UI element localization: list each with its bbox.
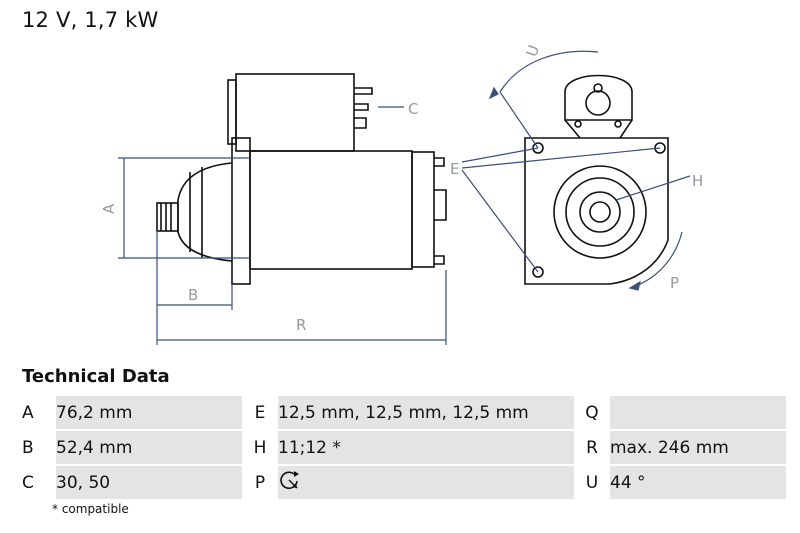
spec-value: 76,2 mm [56, 394, 242, 431]
motor-endcap [411, 151, 435, 268]
spec-value: 44 ° [610, 464, 786, 501]
label-b: B [188, 286, 198, 304]
spec-key: H [242, 429, 278, 466]
spec-key: Q [574, 394, 610, 431]
table-row: C 30, 50 P U 44 ° [22, 464, 786, 501]
mounting-flange [231, 137, 251, 285]
spec-value [610, 394, 786, 431]
endcap-studs [434, 157, 447, 265]
solenoid-terminals [354, 87, 373, 129]
leader-h [615, 175, 691, 201]
spec-value [278, 464, 574, 501]
leader-e [461, 147, 661, 273]
pinion [156, 202, 179, 232]
table-row: A 76,2 mm E 12,5 mm, 12,5 mm, 12,5 mm Q [22, 394, 786, 431]
spec-key: R [574, 429, 610, 466]
label-r: R [296, 316, 306, 334]
rotation-arc-u [499, 50, 599, 149]
spec-value: 11;12 * [278, 429, 574, 466]
spec-value: max. 246 mm [610, 429, 786, 466]
footnote: * compatible [52, 502, 129, 516]
technical-data-heading: Technical Data [22, 366, 170, 387]
spec-key: B [22, 429, 56, 466]
spec-key: U [574, 464, 610, 501]
label-c: C [408, 100, 418, 118]
spec-key: A [22, 394, 56, 431]
label-a: A [100, 203, 118, 214]
product-title: 12 V, 1,7 kW [22, 8, 159, 32]
rotation-arc-p [635, 231, 683, 287]
dimension-a-line [118, 157, 250, 259]
dimension-r-line [157, 270, 447, 345]
spec-value: 52,4 mm [56, 429, 242, 466]
drive-housing [177, 162, 233, 262]
starter-motor-drawing: A B R C E H P U [100, 43, 703, 345]
spec-key: E [242, 394, 278, 431]
label-e: E [450, 160, 459, 178]
top-lug [564, 74, 633, 139]
table-row: B 52,4 mm H 11;12 * R max. 246 mm [22, 429, 786, 466]
motor-body [249, 150, 413, 270]
spec-key: C [22, 464, 56, 501]
label-u: U [522, 43, 543, 59]
spec-value: 12,5 mm, 12,5 mm, 12,5 mm [278, 394, 574, 431]
solenoid [235, 73, 355, 152]
rotation-direction-icon [280, 471, 299, 490]
spec-value: 30, 50 [56, 464, 242, 501]
label-p: P [670, 274, 679, 292]
dimension-b-line [156, 231, 233, 345]
end-view-housing [524, 137, 669, 285]
label-h: H [692, 172, 703, 190]
technical-data-table: A 76,2 mm E 12,5 mm, 12,5 mm, 12,5 mm Q … [22, 394, 786, 501]
spec-key: P [242, 464, 278, 501]
